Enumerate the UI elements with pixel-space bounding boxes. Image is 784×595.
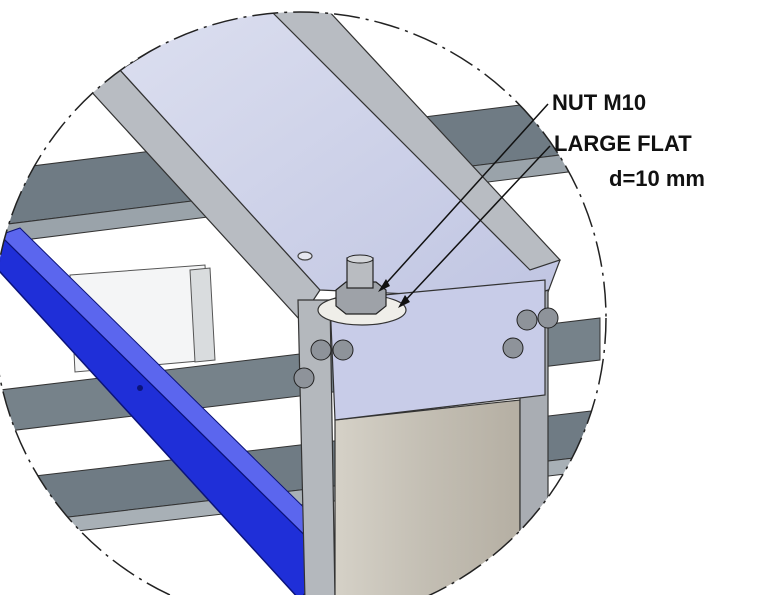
- inner-panel-shadow: [189, 267, 216, 363]
- bolt-head-right-2: [537, 307, 559, 329]
- bolt-head-right-1: [516, 309, 538, 331]
- plate-hole: [297, 251, 313, 261]
- beam-top-plate: [119, 12, 561, 301]
- side-bolts: [293, 307, 559, 389]
- callout-washer: LARGE FLAT: [554, 131, 692, 156]
- bolt-head-left-1: [310, 339, 332, 361]
- bolt-end: [346, 254, 374, 264]
- callout-washer-size: d=10 mm: [609, 166, 705, 191]
- post-front-face: [334, 399, 521, 595]
- callout-nut: NUT M10: [552, 90, 647, 115]
- detail-circle-outline: [0, 11, 607, 595]
- leader-line-washer: [401, 145, 551, 305]
- beam-right-flange: [248, 12, 562, 271]
- rail-hole: [137, 385, 143, 391]
- leader-arrow-nut: [378, 279, 390, 292]
- bolt-head-right-3: [502, 337, 524, 359]
- leader-lines: [378, 103, 551, 308]
- diagonal-beam: [87, 12, 562, 321]
- bolt-head-left-3: [293, 367, 315, 389]
- leader-arrow-washer: [398, 295, 410, 308]
- bolt-head-left-2: [332, 339, 354, 361]
- leader-line-nut: [381, 103, 549, 289]
- vertical-post: [297, 279, 549, 595]
- bolt-assembly: [317, 254, 407, 326]
